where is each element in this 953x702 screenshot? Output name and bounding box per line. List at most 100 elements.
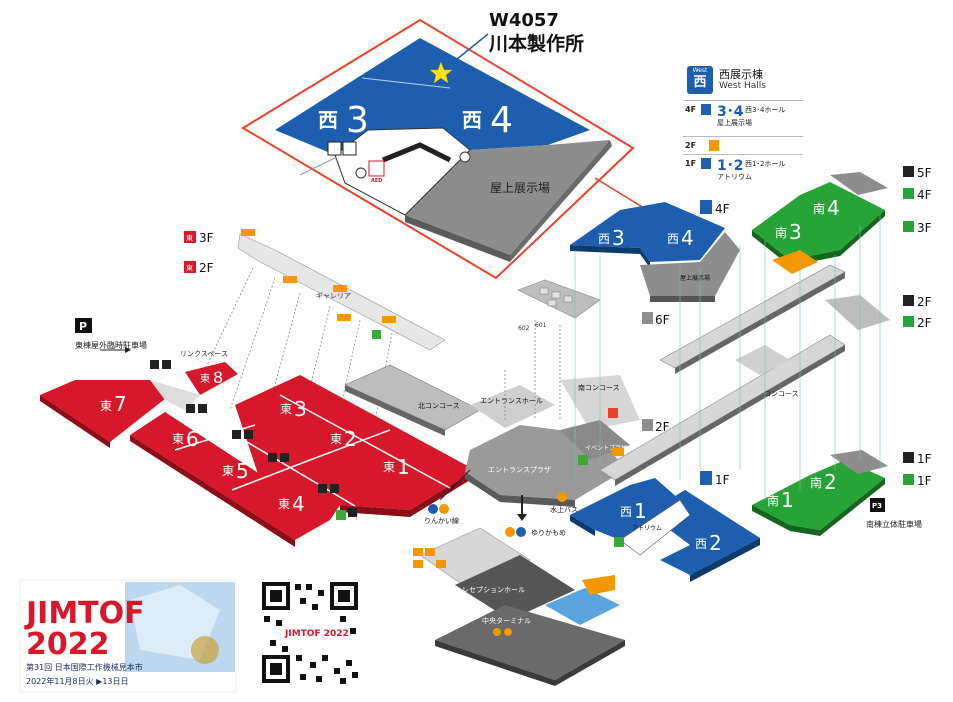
west-upper-rooftop-label: 屋上展示場 xyxy=(680,274,710,282)
inset-highlight-frame xyxy=(241,18,635,280)
qr-center-label: JIMTOF 2022 xyxy=(284,629,349,639)
west-halls-upper: 屋上展示場 西 3 西 4 4F xyxy=(570,200,741,480)
inset-core-area xyxy=(334,127,471,216)
west-upper-hall-3-number: 3 xyxy=(612,226,625,250)
south-hall-1-prefix: 南 xyxy=(767,493,779,508)
south-hall-2-number: 2 xyxy=(824,470,837,494)
hall-east-6-prefix: 東 xyxy=(172,432,184,446)
legend-row-1f-floor: 1F xyxy=(685,159,697,168)
inset-rooftop-label: 屋上展示場 xyxy=(490,181,550,195)
west-upper-hall-4-number: 4 xyxy=(681,226,694,250)
legend-row-2f: 2F xyxy=(683,136,803,153)
legend-row-4f-floor: 4F xyxy=(685,105,697,114)
svg-text:東: 東 xyxy=(186,263,193,272)
east-floor-3f: 3F xyxy=(199,231,214,245)
hall-east-4-prefix: 東 xyxy=(278,497,290,511)
hall-east-8-prefix: 東 xyxy=(200,372,210,385)
hall-east-3-number: 3 xyxy=(294,397,307,421)
inset-west-halls-3-4: 西 3 西 4 屋上展示場 AED W4057 川本製作所 xyxy=(241,10,653,280)
aed-icon xyxy=(368,160,385,177)
logo-line-2: 2022 xyxy=(26,627,110,662)
north-concourse-label: 北コンコース xyxy=(418,402,460,410)
parking-icon xyxy=(75,318,92,333)
legend-row-4f: 4F 3･4 西3･4ホール 屋上展示場 xyxy=(683,100,803,135)
booth-star-icon xyxy=(429,61,453,84)
south-parking-label: 南棟立体駐車場 xyxy=(866,519,922,529)
logo-line-1: JIMTOF xyxy=(24,596,145,631)
south-concourse-label: 南コンコース xyxy=(578,383,620,392)
restroom-icon xyxy=(327,141,342,156)
legend-row-1f-halls: 1･2 xyxy=(717,158,744,174)
east-halls: ギャレリア 東 3F 東 2F P 東棟屋外臨時駐車場 リンクスペース xyxy=(40,229,475,547)
room-601: 601 xyxy=(535,322,547,329)
event-plaza-label: イベントプラザ xyxy=(585,445,627,452)
west-lower-hall-2-prefix: 西 xyxy=(695,537,707,551)
south-floor-2f: 2F xyxy=(917,316,932,330)
first-aid-icon xyxy=(614,537,624,547)
south-hall-2-prefix: 南 xyxy=(810,475,822,490)
legend-row-1f: 1F 1･2 西1･2ホール アトリウム xyxy=(683,154,803,189)
reception-hall-label: レセプションホール xyxy=(462,586,525,594)
west-upper-hall-4-prefix: 西 xyxy=(667,232,679,246)
center-floor-2f: 2F xyxy=(655,420,670,434)
west-hall-icon xyxy=(701,158,711,169)
inset-hall-3-number: 3 xyxy=(346,100,369,141)
east-parking-label: 東棟屋外臨時駐車場 xyxy=(75,340,147,350)
central-concourse: 北コンコース エントランスプラザ エントランスホール 南コンコース イベントプラ… xyxy=(344,264,846,537)
west-upper-hall-3-prefix: 西 xyxy=(598,232,610,246)
south-hall-1-2 xyxy=(752,460,885,530)
legend-subtitle: West Halls xyxy=(719,81,766,91)
west-upper-floor-badge: 4F xyxy=(715,202,730,216)
west-badge-big: 西 xyxy=(693,75,707,90)
booth-number: W4057 xyxy=(489,10,559,31)
jimtof-logo: JIMTOF 2022 第31回 日本国際工作機械見本市 2022年11月8日火… xyxy=(19,579,237,693)
reception-area: レセプションホール 中央ターミナル xyxy=(413,527,625,686)
south-hall-3-prefix: 南 xyxy=(775,225,787,240)
hall-east-7-number: 7 xyxy=(114,392,127,416)
south-hall-1-number: 1 xyxy=(781,488,794,512)
south-hall-4-number: 4 xyxy=(827,196,840,220)
entrance-hall-label: エントランスホール xyxy=(480,397,543,405)
central-terminal xyxy=(435,605,625,680)
gallery-label: ギャレリア xyxy=(316,292,351,300)
hall-east-5-prefix: 東 xyxy=(222,464,234,478)
hall-east-5-number: 5 xyxy=(236,459,249,483)
hall-east-1-number: 1 xyxy=(397,455,410,479)
south-parking-icon xyxy=(870,498,885,512)
rinkai-line-label: りんかい線 xyxy=(424,516,459,525)
booth-callout-line xyxy=(445,33,489,69)
hall-east-4-number: 4 xyxy=(292,492,305,516)
inset-hall-3-4-slab xyxy=(275,38,590,155)
booth-company: 川本製作所 xyxy=(488,32,584,55)
legend-row-1f-desc2: アトリウム xyxy=(717,173,752,181)
yurikamome-label: ゆりかもめ xyxy=(531,529,566,537)
reception-pool xyxy=(545,588,620,625)
south-floor-3f: 3F xyxy=(917,221,932,235)
svg-text:P: P xyxy=(79,320,87,333)
hall-east-3-prefix: 東 xyxy=(280,402,292,416)
aed-label: AED xyxy=(371,178,382,184)
logo-subtitle: 第31回 日本国際工作機械見本市 xyxy=(26,662,143,672)
hall-east-6-number: 6 xyxy=(186,427,199,451)
south-parking-badge: P3 xyxy=(872,502,882,510)
west-lower-hall-1-number: 1 xyxy=(634,499,647,523)
west-upper-rooftop xyxy=(640,232,740,296)
entrance-hall xyxy=(470,385,555,428)
west-halls-legend: West 西 西展示棟 West Halls 4F 3･4 西3･4ホール 屋上… xyxy=(683,62,803,190)
hall-east-7 xyxy=(40,380,170,442)
legend-title: 西展示棟 xyxy=(719,68,763,81)
south-floor-1f-parking: 1F xyxy=(917,452,932,466)
hall-east-6-5 xyxy=(130,412,330,540)
south-halls: 南 3 南 4 南 1 南 2 5F 4F 3F 2F 2F 1F xyxy=(752,166,932,536)
south-floor-5f: 5F xyxy=(917,166,932,180)
yurikamome-icon xyxy=(505,527,515,537)
hall-east-2-number: 2 xyxy=(344,427,357,451)
legend-row-1f-desc: 西1･2ホール xyxy=(745,160,786,168)
qr-code: JIMTOF 2022 xyxy=(260,580,360,685)
entrance-plaza-label: エントランスプラザ xyxy=(488,466,551,474)
south-floor-1f: 1F xyxy=(917,474,932,488)
legend-row-2f-floor: 2F xyxy=(685,141,697,150)
first-aid-icon xyxy=(336,510,346,520)
hall-east-2-prefix: 東 xyxy=(330,432,342,446)
